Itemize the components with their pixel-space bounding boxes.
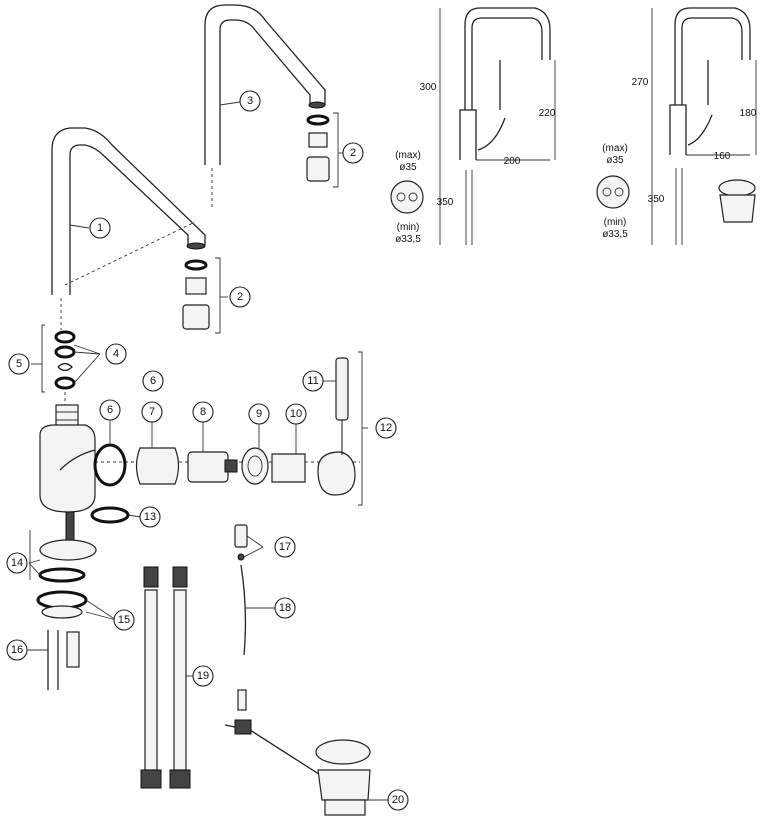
cartridge-parts-drawing bbox=[93, 351, 363, 506]
callout-num: 5 bbox=[16, 358, 22, 370]
callout-num: 6 bbox=[150, 375, 156, 387]
spout-small-drawing bbox=[204, 4, 326, 210]
callout-cartridge: 8 bbox=[192, 401, 214, 423]
callout-num: 9 bbox=[256, 408, 262, 420]
dim-small-reach: 160 bbox=[714, 151, 731, 162]
dim-small-max-label: (max) bbox=[602, 143, 628, 154]
base-parts-drawing bbox=[29, 506, 130, 690]
dim-small-max: ø35 bbox=[606, 155, 624, 166]
spout-large-drawing bbox=[51, 127, 206, 330]
dim-small-min-label: (min) bbox=[604, 217, 627, 228]
aerator-lower-drawing bbox=[182, 257, 221, 334]
callout-seal-kit: 5 bbox=[8, 353, 30, 375]
callout-lever-handle: 11 bbox=[302, 370, 324, 392]
callout-num: 20 bbox=[392, 794, 404, 806]
dimension-drawing-large bbox=[390, 7, 556, 245]
dim-small-below: 350 bbox=[648, 194, 665, 205]
callout-group: 1 2 3 2 4 5 6 6 7 8 9 10 11 12 13 14 15 … bbox=[6, 90, 409, 811]
callout-cartridge-sleeve: 7 bbox=[141, 401, 163, 423]
callout-num: 2 bbox=[350, 147, 356, 159]
callout-num: 15 bbox=[118, 614, 130, 626]
callout-num: 17 bbox=[279, 541, 291, 553]
callout-aerator-upper: 2 bbox=[342, 142, 364, 164]
callout-washer-label: 6 bbox=[142, 370, 164, 392]
callout-base-o-ring: 13 bbox=[139, 506, 161, 528]
dim-large-spout: 220 bbox=[539, 108, 556, 119]
callout-num: 4 bbox=[113, 348, 119, 360]
dimension-drawing-small bbox=[596, 7, 757, 245]
waste-drawing bbox=[224, 524, 371, 816]
dim-small-min: ø33,5 bbox=[602, 229, 628, 240]
callout-spout-large: 1 bbox=[89, 217, 111, 239]
callout-num: 14 bbox=[11, 557, 23, 569]
leader-lines bbox=[28, 101, 388, 801]
callout-spout-small: 3 bbox=[239, 90, 261, 112]
dim-large-below: 350 bbox=[437, 197, 454, 208]
callout-num: 18 bbox=[279, 602, 291, 614]
callout-num: 11 bbox=[307, 375, 318, 387]
callout-waste-valve: 20 bbox=[387, 789, 409, 811]
callout-num: 2 bbox=[237, 291, 243, 303]
callout-num: 13 bbox=[144, 511, 156, 523]
dim-large-max-label: (max) bbox=[395, 150, 421, 161]
dim-large-max: ø35 bbox=[399, 162, 417, 173]
dim-large-height: 300 bbox=[420, 82, 437, 93]
dim-small-height: 270 bbox=[632, 77, 649, 88]
dim-large-min-label: (min) bbox=[397, 222, 420, 233]
callout-mounting-kit: 15 bbox=[113, 609, 135, 631]
callout-num: 19 bbox=[197, 670, 209, 682]
callout-aerator-lower: 2 bbox=[229, 286, 251, 308]
callout-o-ring-set: 4 bbox=[105, 343, 127, 365]
callout-num: 16 bbox=[11, 644, 23, 656]
callout-threaded-rod: 16 bbox=[6, 639, 28, 661]
callout-cartridge-nut: 9 bbox=[248, 403, 270, 425]
seal-kit-drawing bbox=[41, 324, 76, 405]
callout-pop-up-rod: 18 bbox=[274, 597, 296, 619]
callout-num: 1 bbox=[97, 222, 103, 234]
callout-pop-up-knob: 17 bbox=[274, 536, 296, 558]
callout-num: 6 bbox=[107, 404, 113, 416]
dim-large-min: ø33,5 bbox=[395, 234, 421, 245]
callout-hoses: 19 bbox=[192, 665, 214, 687]
dim-large-reach: 200 bbox=[504, 156, 521, 167]
callout-washer-ring: 6 bbox=[99, 399, 121, 421]
hoses-drawing bbox=[140, 566, 191, 789]
dim-small-spout: 180 bbox=[740, 108, 757, 119]
callout-handle-kit: 12 bbox=[375, 417, 397, 439]
callout-num: 3 bbox=[247, 95, 253, 107]
callout-base-plate-kit: 14 bbox=[6, 552, 28, 574]
callout-num: 12 bbox=[380, 422, 392, 434]
aerator-upper-drawing bbox=[306, 112, 339, 188]
callout-num: 7 bbox=[149, 406, 155, 418]
callout-num: 10 bbox=[290, 408, 302, 420]
callout-cover-cap: 10 bbox=[285, 403, 307, 425]
callout-num: 8 bbox=[200, 406, 206, 418]
dimension-labels: 300 220 200 350 (max) ø35 (min) ø33,5 27… bbox=[395, 77, 757, 245]
